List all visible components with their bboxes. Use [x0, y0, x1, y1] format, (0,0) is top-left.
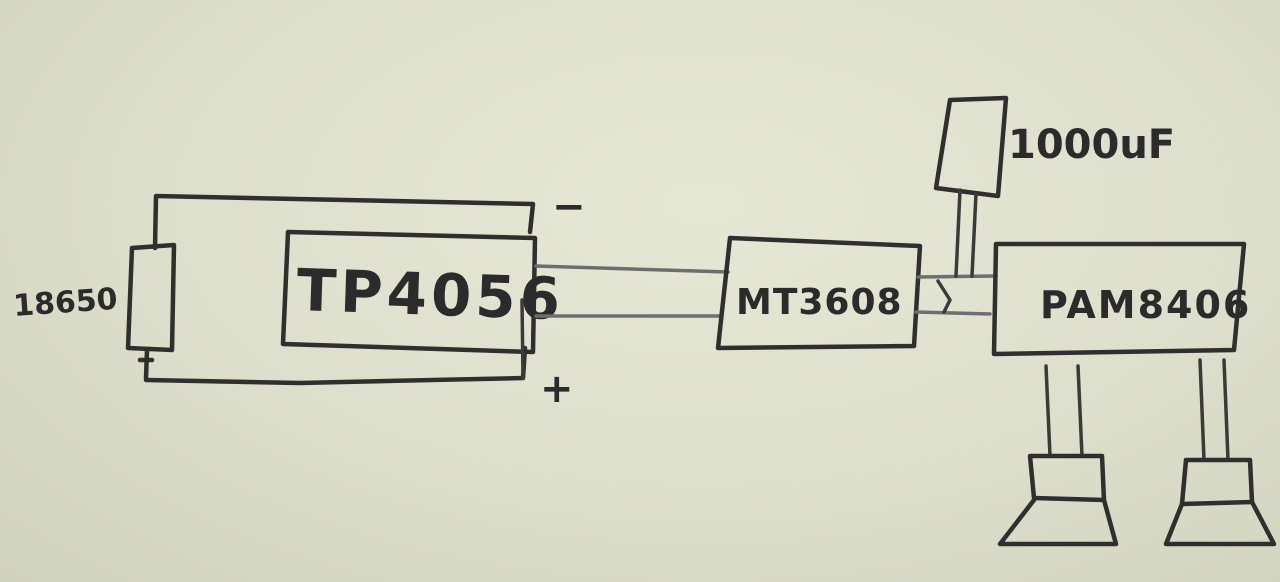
pam8406-module [991, 241, 1247, 357]
charger-to-boost-wires [534, 264, 730, 318]
mt3608-label: MT3608 [736, 282, 903, 323]
tp4056-label: TP4056 [296, 256, 566, 333]
minus-sign: − [552, 184, 586, 230]
capacitor-1000uf [933, 95, 1009, 278]
plus-sign: + [540, 366, 574, 412]
speaker-right [1163, 358, 1277, 547]
tp4056-module [280, 229, 538, 380]
battery-label: 18650 [12, 282, 119, 324]
battery-18650 [125, 242, 177, 381]
speaker-left [997, 364, 1119, 547]
boost-to-amp-wires [914, 274, 998, 316]
capacitor-label: 1000uF [1008, 122, 1175, 168]
mt3608-module [715, 235, 923, 351]
pam8406-label: PAM8406 [1040, 283, 1251, 327]
